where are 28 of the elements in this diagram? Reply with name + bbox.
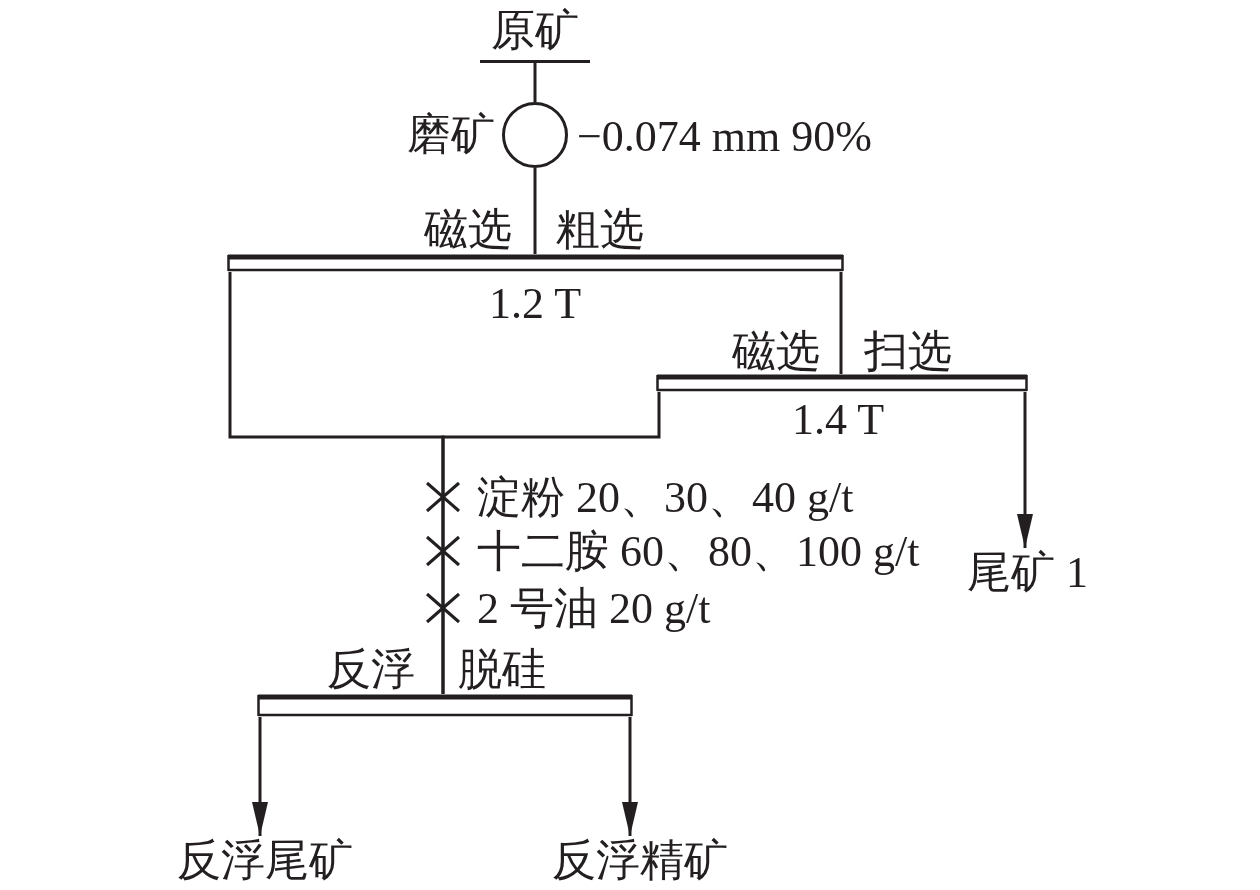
flow-line <box>533 63 537 102</box>
flow-line <box>533 168 537 254</box>
step-label: 反浮 <box>327 648 415 692</box>
step-label: 磁选 <box>732 330 820 374</box>
separation-bar <box>226 254 845 272</box>
flow-line <box>441 392 661 694</box>
step-label: 扫选 <box>864 330 952 374</box>
flow-arrow <box>622 717 638 836</box>
separation-bar <box>655 374 1029 392</box>
step-label: 粗选 <box>556 208 644 252</box>
product-label: 尾矿 1 <box>960 548 1095 596</box>
flow-line <box>839 272 843 374</box>
reagent-label: 2 号油 20 g/t <box>477 587 711 631</box>
product-label: 反浮尾矿 <box>165 836 365 884</box>
step-label: 磁选 <box>424 208 512 252</box>
field-label: 1.4 T <box>791 398 885 442</box>
field-label: 1.2 T <box>488 282 582 326</box>
feed-label: 原矿 <box>480 6 590 63</box>
separation-bar <box>256 694 634 717</box>
reagent-label: 十二胺 60、80、100 g/t <box>477 530 920 574</box>
flow-arrow <box>1017 392 1033 548</box>
reagent-label: 淀粉 20、30、40 g/t <box>477 476 854 520</box>
process-circle <box>502 102 568 168</box>
size-label: −0.074 mm 90% <box>577 115 872 159</box>
product-label: 反浮精矿 <box>540 836 740 884</box>
flow-arrow <box>252 717 268 836</box>
step-label: 磨矿 <box>407 113 495 157</box>
step-label: 脱硅 <box>458 648 546 692</box>
